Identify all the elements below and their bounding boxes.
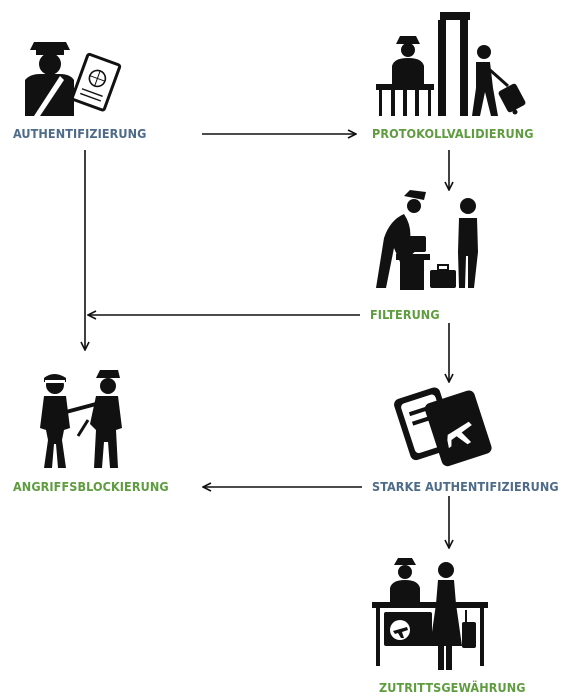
node-label-zutrittsgewaehrung: ZUTRITTSGEWÄHRUNG [379, 680, 526, 695]
node-label-starke-authentifizierung: STARKE AUTHENTIFIZIERUNG [372, 479, 559, 494]
node-label-angriffsblockierung: ANGRIFFSBLOCKIERUNG [13, 479, 169, 494]
border-officer-with-passport-icon [25, 42, 122, 116]
police-arrest-icon [40, 370, 122, 468]
boarding-pass-cards-icon [394, 387, 492, 467]
luggage-inspection-icon [376, 190, 478, 290]
node-label-filterung: FILTERUNG [370, 307, 440, 322]
node-label-authentifizierung: AUTHENTIFIZIERUNG [13, 126, 147, 141]
security-checkpoint-scanner-icon [376, 12, 526, 116]
connector-arrows [85, 134, 449, 548]
boarding-gate-desk-icon [372, 558, 488, 670]
node-label-protokollvalidierung: PROTOKOLLVALIDIERUNG [372, 126, 534, 141]
